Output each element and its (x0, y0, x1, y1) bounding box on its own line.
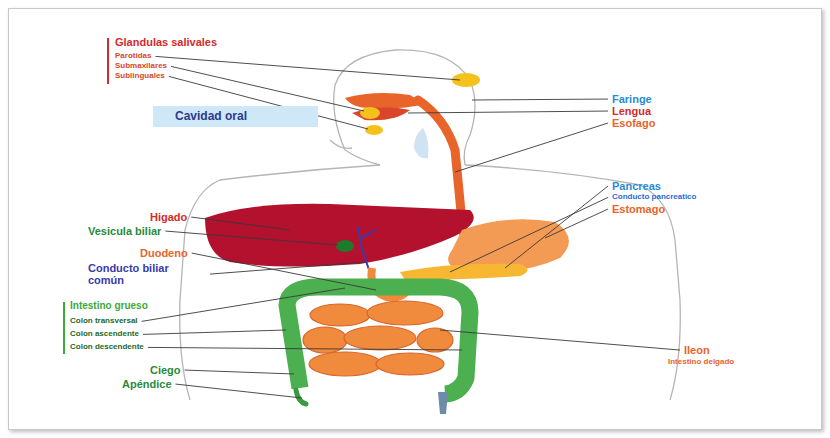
part-label: Parotidas (115, 52, 151, 61)
part-label: Sublinguales (115, 72, 165, 81)
leader-line (191, 217, 290, 230)
part-label: Intestino delgado (668, 358, 734, 367)
part-label: Conducto biliar común (88, 262, 206, 286)
part-label: Vesicula biliar (88, 225, 161, 237)
part-label: Higado (150, 211, 187, 223)
part-label: Esofago (612, 117, 655, 129)
part-label: Lengua (612, 105, 651, 117)
leader-line (185, 370, 294, 374)
leader-line (165, 231, 338, 245)
leader-line (455, 123, 608, 172)
part-label: Estomago (612, 203, 665, 215)
leader-line (142, 288, 345, 321)
part-label: Intestino grueso (70, 300, 148, 311)
leader-line (505, 186, 608, 268)
leader-line (171, 66, 364, 111)
leader-line (148, 347, 462, 350)
leader-line (210, 262, 366, 274)
part-label: Colon ascendente (70, 330, 139, 339)
leader-line (440, 330, 680, 350)
leader-line (192, 253, 376, 290)
region-name: Cavidad oral (175, 109, 318, 123)
part-label: Colon transversal (70, 317, 138, 326)
part-label: Submaxilares (115, 62, 167, 71)
leader-line (545, 209, 608, 238)
part-label: Conducto pancreatico (612, 193, 696, 202)
region-box: Cavidad oral (153, 106, 318, 127)
leader-line (143, 330, 286, 334)
leader-line (472, 99, 608, 101)
part-label: Duodeno (140, 247, 188, 259)
part-label: Ileon (684, 344, 710, 356)
leader-line (408, 111, 608, 113)
part-label: Faringe (612, 93, 652, 105)
leader-line (176, 384, 302, 398)
part-label: Ciego (150, 364, 181, 376)
leader-line (450, 197, 608, 272)
part-label: Glandulas salivales (115, 36, 217, 48)
part-label: Pancreas (612, 180, 661, 192)
part-label: Colon descendente (70, 343, 144, 352)
part-label: Apéndice (122, 378, 172, 390)
leader-line (155, 56, 460, 80)
